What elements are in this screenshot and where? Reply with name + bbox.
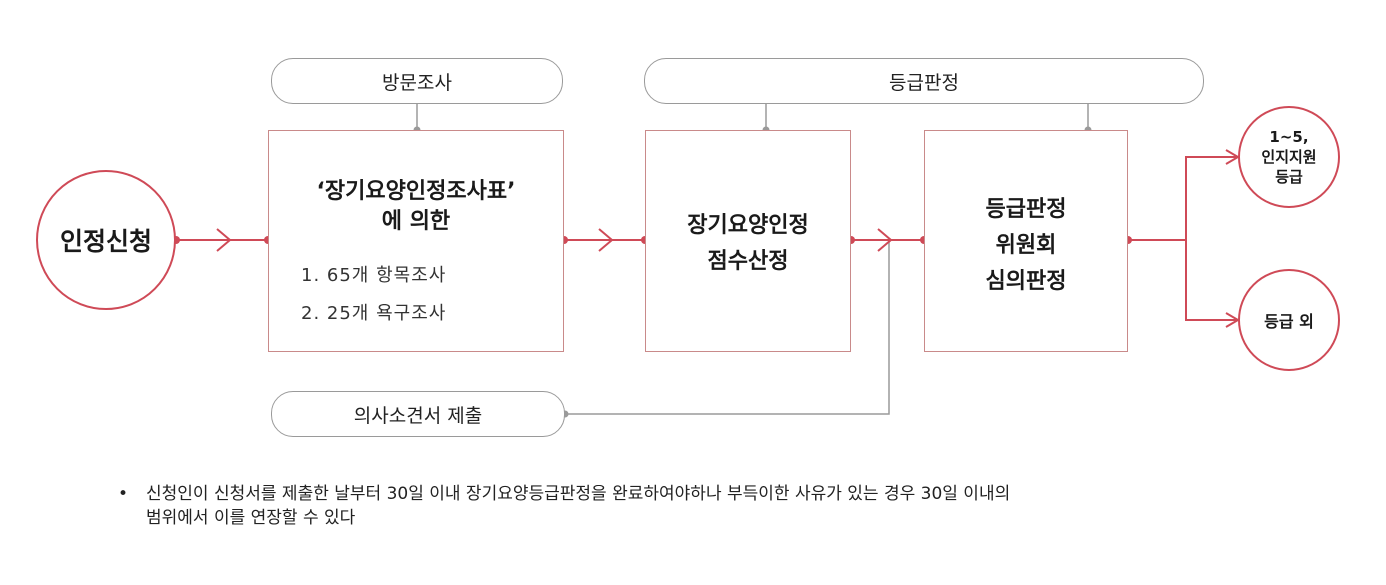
doctor-opinion-pill: 의사소견서 제출: [271, 391, 565, 437]
committee-line3: 심의판정: [985, 269, 1067, 294]
result-out-node: 등급 외: [1238, 269, 1340, 371]
score-line1: 장기요양인정: [687, 213, 809, 238]
flow-branch: [1185, 156, 1238, 321]
committee-line2: 위원회: [995, 233, 1057, 258]
score-box: 장기요양인정 점수산정: [645, 130, 851, 352]
survey-item-1: 1. 65개 항목조사: [301, 265, 447, 286]
chevron-right-icon: [598, 228, 614, 252]
result-grade-line3: 등급: [1275, 168, 1303, 186]
result-grade-line2: 인지지원: [1261, 148, 1317, 166]
survey-title-line1: ‘장기요양인정조사표’: [316, 179, 516, 204]
note-line2: 범위에서 이를 연장할 수 있다: [146, 508, 356, 528]
survey-box: ‘장기요양인정조사표’ 에 의한 1. 65개 항목조사 2. 25개 욕구조사: [268, 130, 564, 352]
committee-line1: 등급판정: [985, 197, 1067, 222]
result-grade-node: 1~5, 인지지원 등급: [1238, 106, 1340, 208]
chevron-right-icon: [216, 228, 232, 252]
application-label: 인정신청: [59, 227, 152, 256]
visit-survey-pill: 방문조사: [271, 58, 563, 104]
committee-box: 등급판정 위원회 심의판정: [924, 130, 1128, 352]
grade-decision-pill: 등급판정: [644, 58, 1204, 104]
doctor-opinion-label: 의사소견서 제출: [353, 404, 483, 427]
result-grade-line1: 1~5,: [1269, 128, 1309, 146]
result-out-label: 등급 외: [1264, 312, 1314, 331]
doctor-connector: [565, 240, 890, 415]
survey-item-2: 2. 25개 욕구조사: [301, 303, 447, 324]
chevron-right-icon: [877, 228, 893, 252]
application-node: 인정신청: [36, 170, 176, 310]
visit-survey-label: 방문조사: [382, 71, 452, 94]
survey-title-line2: 에 의한: [381, 209, 451, 234]
note-line1: 신청인이 신청서를 제출한 날부터 30일 이내 장기요양등급판정을 완료하여야…: [146, 484, 1011, 504]
grade-decision-label: 등급판정: [889, 71, 959, 94]
score-line2: 점수산정: [707, 249, 789, 274]
note-bullet: •: [118, 484, 129, 504]
